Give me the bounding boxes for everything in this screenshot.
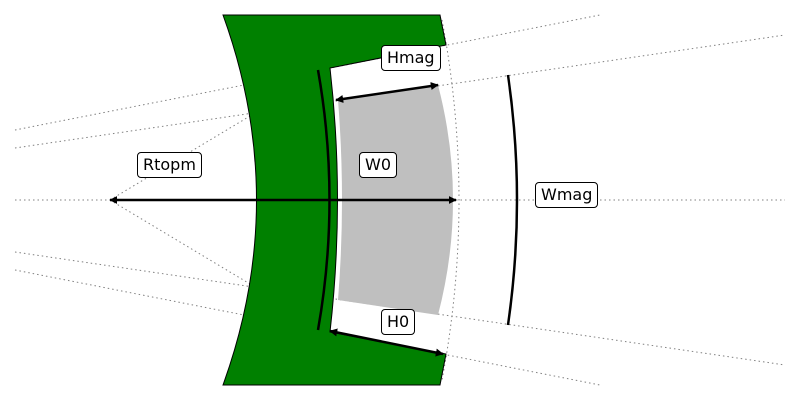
- label-wmag: Wmag: [535, 182, 599, 208]
- label-hmag: Hmag: [381, 45, 441, 71]
- hmag-arrow: [335, 82, 439, 103]
- label-w0: W0: [359, 152, 397, 178]
- guide-line-lower-1: [14, 251, 786, 366]
- wmag-arc: [506, 74, 519, 326]
- h0-arrow: [329, 328, 444, 357]
- label-rtopm: Rtopm: [137, 152, 202, 178]
- label-h0: H0: [381, 309, 416, 335]
- guide-line-upper-2: [14, 34, 786, 149]
- outer-radius-arc: [441, 19, 460, 381]
